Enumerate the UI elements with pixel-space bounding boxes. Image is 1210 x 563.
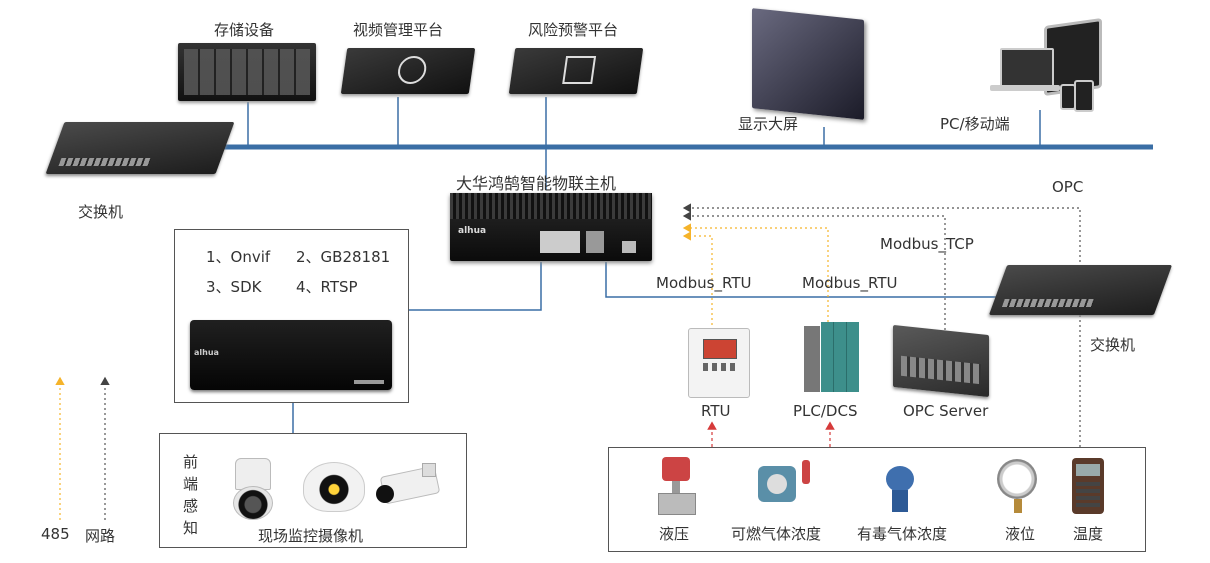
- storage-device-icon: [178, 43, 316, 101]
- opc-server-label: OPC Server: [903, 402, 989, 420]
- toxic-label: 有毒气体浓度: [857, 525, 948, 543]
- temperature-label: 温度: [1073, 525, 1104, 543]
- modbus-rtu-label-1: Modbus_RTU: [656, 274, 752, 292]
- combustible-label: 可燃气体浓度: [731, 525, 822, 543]
- sensors-box: [608, 447, 1146, 552]
- rtu-label: RTU: [701, 402, 731, 420]
- nvr-logo: alhua: [194, 348, 219, 357]
- temperature-meter-icon: [1068, 458, 1108, 518]
- protocol-gb28181: 2、GB28181: [296, 248, 391, 266]
- pc-mobile-label: PC/移动端: [940, 115, 1010, 133]
- turret-camera-icon: [303, 462, 365, 512]
- level-gauge-icon: [995, 459, 1041, 515]
- front-sense-4: 知: [183, 519, 199, 537]
- rtu-device-icon: [688, 328, 750, 398]
- cameras-label: 现场监控摄像机: [258, 527, 364, 545]
- hydraulic-sensor-icon: [656, 457, 696, 517]
- switch-right-label: 交换机: [1090, 336, 1136, 354]
- iot-host-device: alhua: [450, 193, 652, 261]
- legend-485: 485: [41, 525, 70, 543]
- host-logo: alhua: [458, 226, 487, 236]
- front-sense-3: 感: [183, 497, 199, 515]
- protocol-sdk: 3、SDK: [206, 278, 262, 296]
- protocol-onvif: 1、Onvif: [206, 248, 271, 266]
- modbus-tcp-label: Modbus_TCP: [880, 235, 974, 253]
- switch-left-label: 交换机: [78, 203, 124, 221]
- big-screen-icon: [752, 8, 864, 120]
- opc-link-label: OPC: [1052, 178, 1084, 196]
- big-screen-label: 显示大屏: [738, 115, 799, 133]
- legend-network: 网路: [85, 527, 116, 545]
- ptz-camera-icon: [231, 458, 273, 520]
- risk-platform-label: 风险预警平台: [528, 21, 619, 39]
- hydraulic-label: 液压: [659, 525, 690, 543]
- video-platform-label: 视频管理平台: [353, 21, 444, 39]
- risk-platform-server-icon: [508, 48, 644, 94]
- nvr-device: alhua: [190, 320, 392, 390]
- bullet-camera-icon: [372, 461, 441, 513]
- storage-label: 存储设备: [214, 21, 275, 39]
- video-platform-server-icon: [340, 48, 476, 94]
- plc-label: PLC/DCS: [793, 402, 858, 420]
- combustible-gas-sensor-icon: [754, 460, 814, 512]
- opc-server-icon: [893, 324, 989, 398]
- front-sense-1: 前: [183, 453, 199, 471]
- switch-left-icon: [45, 122, 235, 174]
- front-sense-2: 端: [183, 475, 199, 493]
- toxic-gas-sensor-icon: [880, 466, 920, 514]
- protocol-rtsp: 4、RTSP: [296, 278, 358, 296]
- switch-right-icon: [988, 265, 1173, 315]
- host-title: 大华鸿鹄智能物联主机: [456, 174, 617, 193]
- plc-device-icon: [804, 322, 860, 394]
- level-label: 液位: [1005, 525, 1036, 543]
- pc-mobile-icon: [988, 17, 1112, 112]
- modbus-rtu-label-2: Modbus_RTU: [802, 274, 898, 292]
